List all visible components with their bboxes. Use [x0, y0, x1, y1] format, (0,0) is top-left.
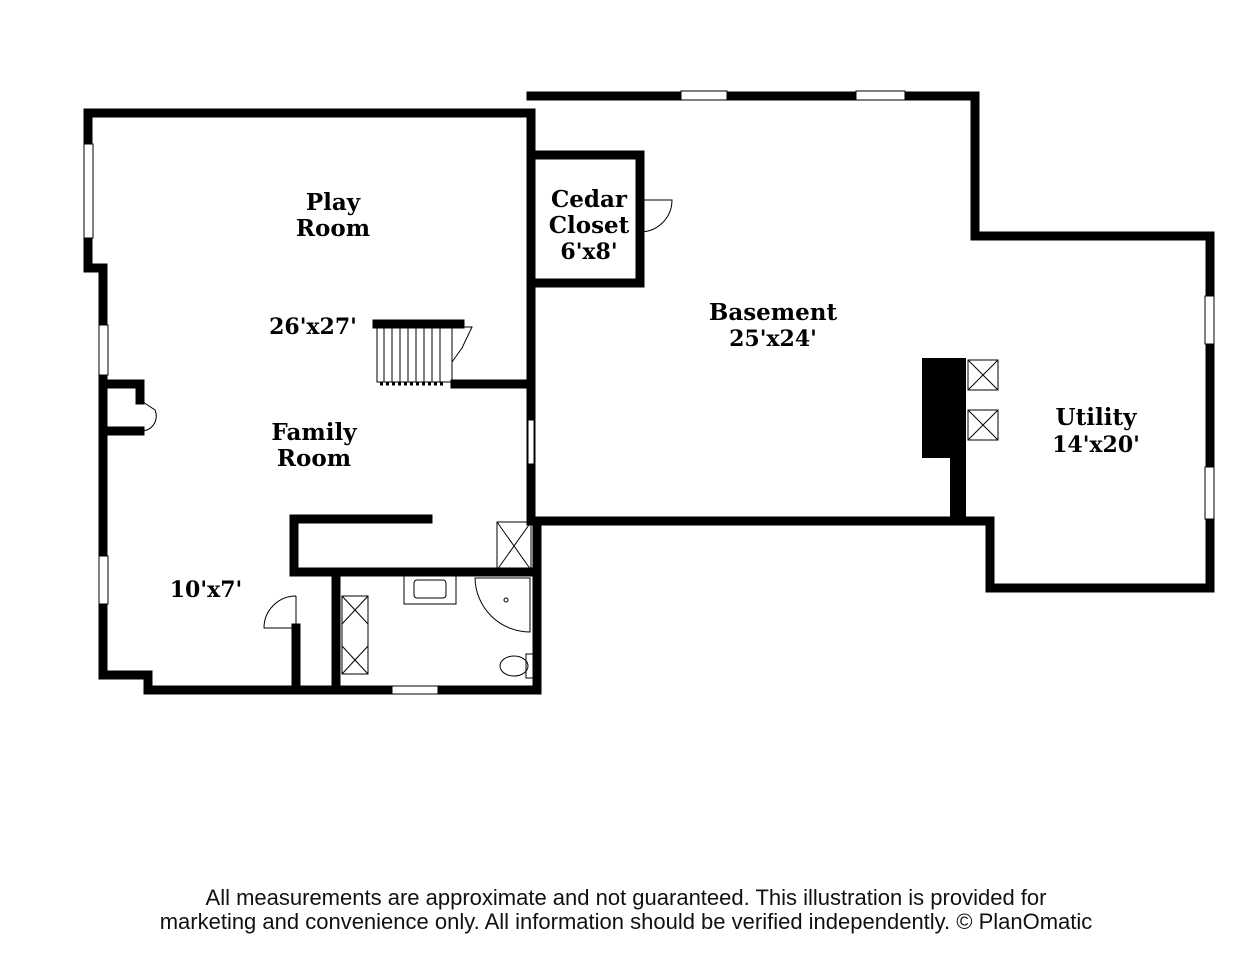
wall-closet-nook	[107, 379, 145, 405]
basement-dimensions: 25'x24'	[729, 326, 817, 352]
play-room-label-2: Room	[296, 215, 370, 242]
water-heater-box	[496, 521, 532, 571]
window-family-room-west-2	[98, 555, 109, 605]
cedar-closet-label-1: Cedar	[551, 186, 628, 213]
toilet	[499, 655, 529, 677]
cedar-closet-label-2: Closet	[549, 212, 630, 239]
door-cedar-closet	[639, 199, 673, 233]
bathroom-fixtures	[341, 521, 535, 679]
doors	[139, 199, 673, 629]
window-utility-east-2	[1204, 466, 1215, 520]
utility-fixtures	[967, 359, 999, 441]
family-room-label-1: Family	[271, 419, 357, 446]
shelving-unit	[341, 595, 369, 675]
interior-walls	[107, 150, 966, 693]
small-room-dimensions: 10'x7'	[170, 577, 243, 603]
play-room-label-1: Play	[306, 189, 361, 216]
disclaimer-line-1: All measurements are approximate and not…	[205, 885, 1047, 910]
window-bath-south	[391, 685, 439, 695]
doorway-play-basement	[527, 419, 535, 465]
utility-wall-stub	[950, 440, 966, 522]
exterior-walls	[83, 91, 1215, 695]
play-room-dimensions: 26'x27'	[269, 314, 357, 340]
family-room-label-2: Room	[277, 445, 351, 472]
corner-shower	[474, 577, 531, 633]
wall-basement-outer	[526, 91, 1215, 593]
windows	[83, 90, 1215, 695]
wall-cedar-closet	[531, 150, 645, 288]
window-basement-north-1	[680, 90, 728, 101]
stair-landing	[451, 326, 473, 363]
utility-dimensions: 14'x20'	[1052, 432, 1140, 458]
stair-outline	[376, 326, 453, 383]
utility-label: Utility	[1056, 404, 1138, 431]
basement-label: Basement	[709, 299, 838, 326]
disclaimer-line-2: marketing and convenience only. All info…	[159, 909, 1093, 934]
staircase	[376, 326, 473, 386]
window-play-room-west	[83, 143, 94, 239]
stair-treads	[383, 327, 441, 382]
room-labels: Play Room 26'x27' Family Room 10'x7' Ced…	[170, 186, 1140, 603]
door-small-closet	[139, 399, 157, 432]
window-family-room-west-1	[98, 324, 109, 376]
door-small-room	[263, 595, 297, 629]
window-utility-east-1	[1204, 295, 1215, 345]
vanity-sink	[403, 575, 457, 605]
window-basement-north-2	[855, 90, 906, 101]
cedar-closet-dimensions: 6'x8'	[560, 239, 617, 265]
water-heater	[967, 409, 999, 441]
furnace	[967, 359, 999, 391]
wall-family-room-south	[289, 514, 542, 577]
